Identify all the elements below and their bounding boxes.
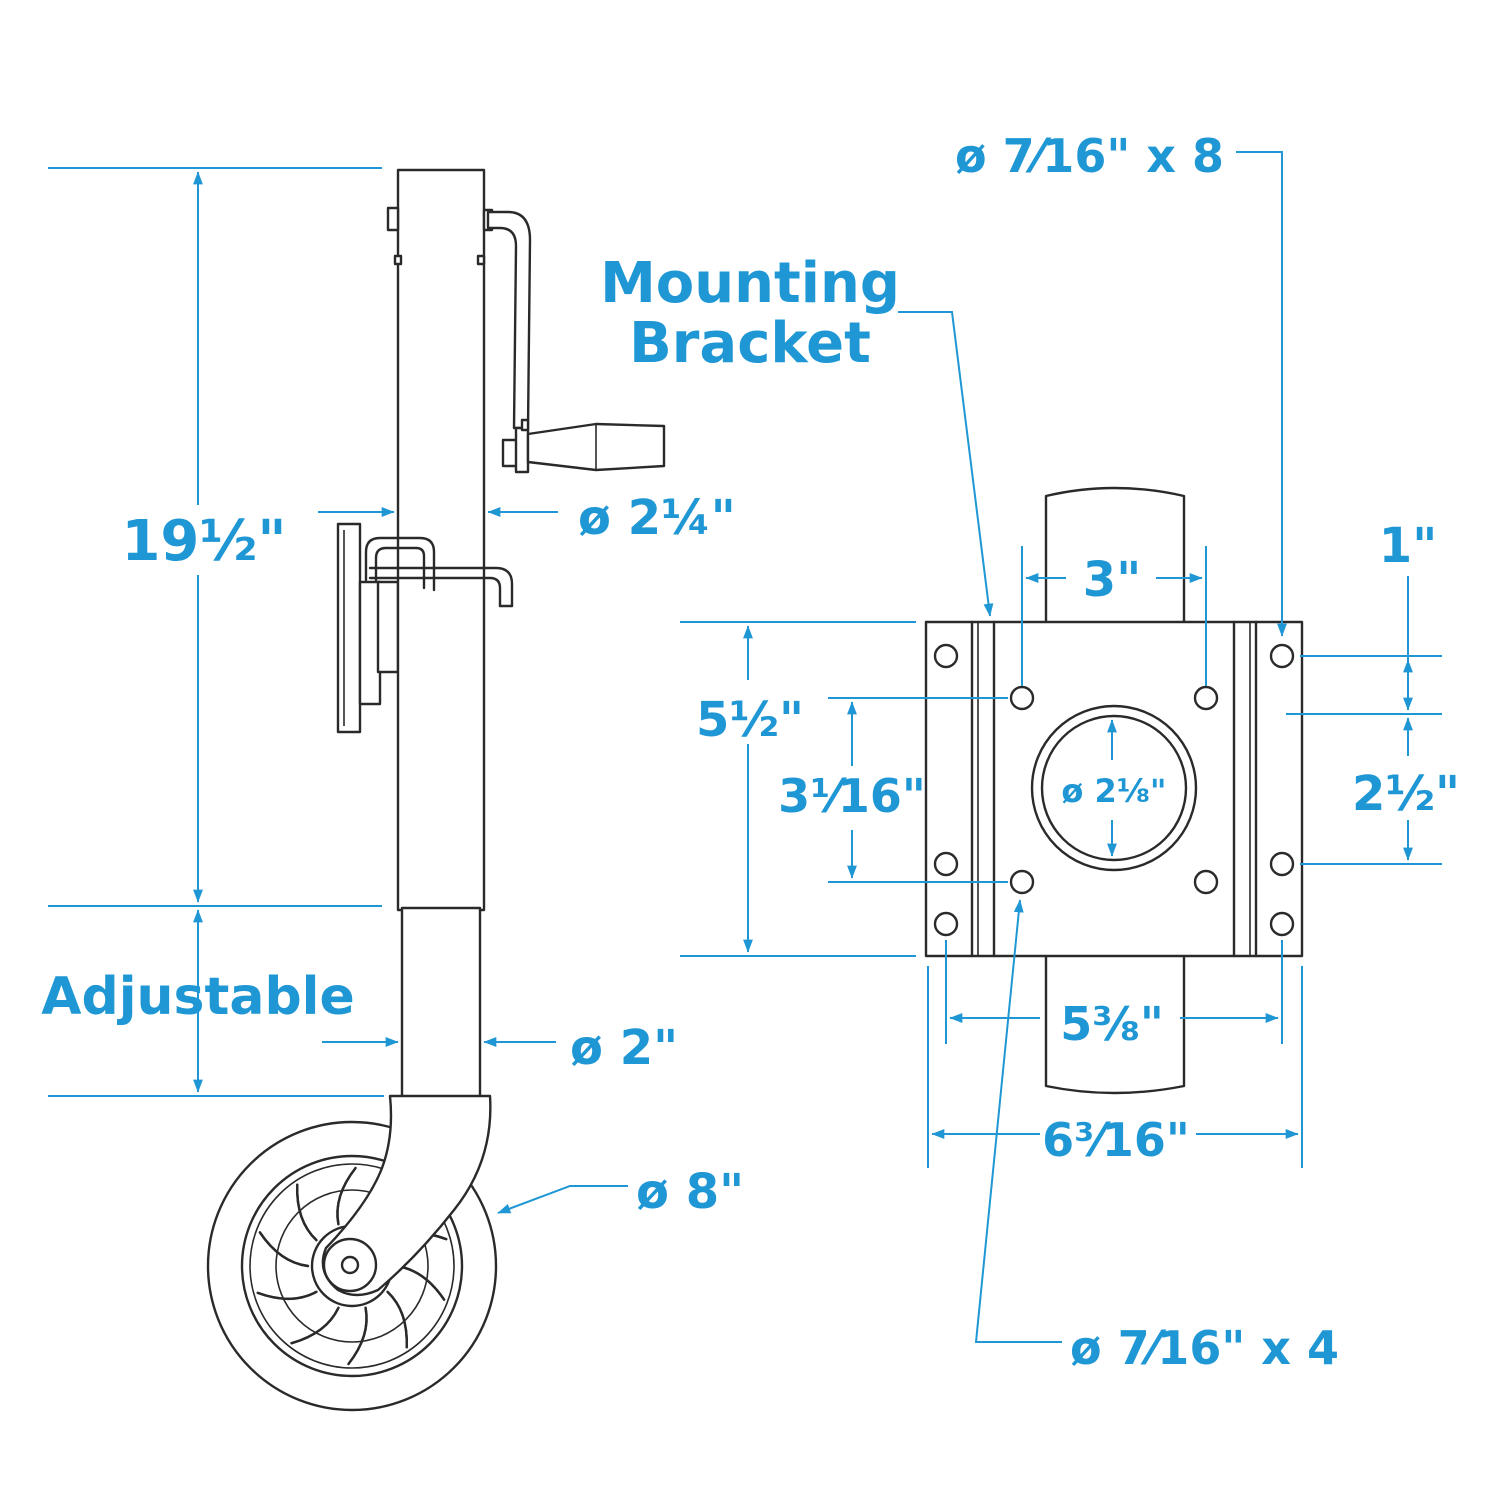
inner-tube: [400, 906, 482, 1100]
side-mount-plate: [336, 522, 362, 734]
inner-height-label: 3¹⁄16": [778, 769, 926, 823]
bracket-plate: [924, 620, 1304, 958]
mounting-title-line1: Mounting: [600, 251, 900, 316]
wheel-spoke: [296, 1183, 318, 1242]
wheel-spoke: [256, 1290, 318, 1301]
side-spacing-label: 2½": [1352, 766, 1460, 822]
bracket-height-label: 5½": [696, 692, 804, 748]
adjustable-label: Adjustable: [41, 967, 355, 1027]
mounting-bracket-view: [924, 486, 1304, 1095]
bracket-tube-top: [1044, 486, 1186, 622]
bracket-tube-bottom: [1044, 956, 1186, 1095]
outer-tube: [396, 168, 486, 912]
mounting-holes: [933, 643, 1295, 937]
inner-tube-diameter-label: ø 2": [570, 1020, 678, 1076]
jack-side-view: [206, 168, 666, 1412]
crank-arm: [486, 210, 532, 430]
outer-tube-diameter-label: ø 2¼": [578, 490, 736, 546]
wheel-spoke: [347, 1306, 368, 1366]
side-hole-label: 1": [1379, 518, 1437, 574]
wheel-spoke: [386, 1290, 408, 1349]
height-19-5-label: 19½": [121, 509, 286, 574]
wheel-spoke: [258, 1231, 310, 1268]
holes-8-label: ø 7⁄16" x 8: [955, 129, 1224, 183]
wheel-diameter-label: ø 8": [636, 1164, 744, 1220]
u-bolt: [364, 536, 436, 592]
outer-width-label: 6³⁄16": [1042, 1113, 1190, 1167]
mounting-title-line2: Bracket: [629, 311, 871, 376]
side-view-dimensions: 19½" Adjustable ø 2¼" ø 2" ø 8": [41, 167, 744, 1220]
holes-4-label: ø 7⁄16" x 4: [1070, 1321, 1339, 1375]
center-bore: [1030, 704, 1198, 872]
locking-pin: [368, 566, 514, 608]
bore-diameter-label: ø 2⅛": [1061, 772, 1166, 810]
wheel-spoke: [336, 1166, 357, 1226]
bracket-dimensions: ø 7⁄16" x 8 Mounting Bracket 3" 1" 5½" 3…: [600, 129, 1460, 1375]
inner-width-label: 5⅜": [1060, 997, 1164, 1051]
center-spacing-label: 3": [1083, 552, 1141, 608]
wheel-spoke: [290, 1306, 340, 1345]
